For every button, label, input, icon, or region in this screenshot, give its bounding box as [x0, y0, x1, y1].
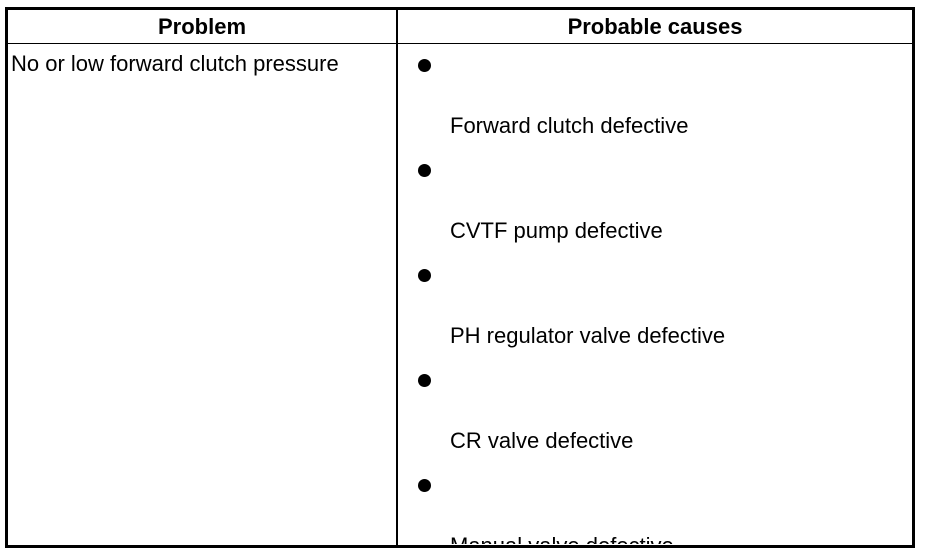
list-item: Forward clutch defective [398, 44, 912, 149]
problem-cell: No or low forward clutch pressure [11, 51, 339, 76]
header-problem: Problem [157, 14, 247, 39]
list-item: CR valve defective [398, 359, 912, 464]
cause-text: PH regulator valve defective [450, 323, 726, 348]
cause-text: Forward clutch defective [450, 113, 689, 138]
bullet-icon [418, 374, 431, 387]
cause-text: CVTF pump defective [450, 218, 663, 243]
list-item: Manual valve defective [398, 464, 912, 544]
bullet-icon [418, 479, 431, 492]
bullet-icon [418, 269, 431, 282]
troubleshooting-table: Problem Probable causes No or low forwar… [5, 7, 915, 548]
list-item: PH regulator valve defective [398, 254, 912, 359]
bullet-icon [418, 59, 431, 72]
bullet-icon [418, 164, 431, 177]
list-item: CVTF pump defective [398, 149, 912, 254]
causes-list: Forward clutch defective CVTF pump defec… [398, 44, 912, 544]
header-probable-causes: Probable causes [567, 14, 743, 39]
header-divider [8, 43, 912, 44]
cause-text: CR valve defective [450, 428, 634, 453]
cause-text: Manual valve defective [450, 533, 674, 544]
column-divider [396, 10, 398, 545]
